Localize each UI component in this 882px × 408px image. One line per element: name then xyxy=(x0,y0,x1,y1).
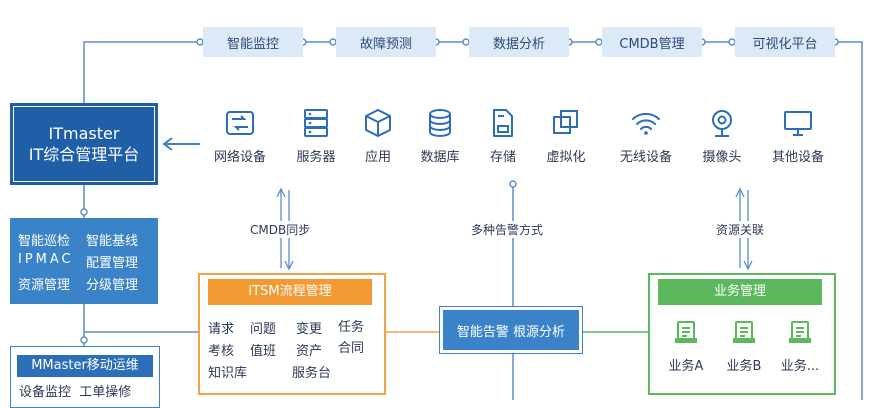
itsm-title: ITSM流程管理 xyxy=(208,279,372,305)
network-switch-icon xyxy=(226,111,254,135)
itmaster-platform-box: ITmaster IT综合管理平台 xyxy=(10,103,158,185)
device-app: 应用 xyxy=(338,106,418,165)
camera-icon xyxy=(712,110,732,137)
device-label: 服务器 xyxy=(296,150,336,165)
itsm-item: 资产 xyxy=(296,344,323,359)
flow-step-data-analysis: 数据分析 xyxy=(469,27,569,57)
business-item-label: 业务B xyxy=(726,359,762,374)
feature-item: IPMAC xyxy=(18,251,74,267)
device-wireless: 无线设备 xyxy=(606,106,686,165)
platform-subtitle: IT综合管理平台 xyxy=(28,145,140,164)
cmdb-sync-label: CMDB同步 xyxy=(250,221,311,238)
resource-link-label: 资源关联 xyxy=(716,221,765,238)
platform-name: ITmaster xyxy=(48,124,120,143)
alarm-methods-label: 多种告警方式 xyxy=(471,221,544,238)
device-label: 应用 xyxy=(364,150,391,165)
device-camera: 摄像头 xyxy=(682,106,762,165)
device-label: 存储 xyxy=(489,150,516,165)
itsm-box: ITSM流程管理 请求 问题 变更 任务 考核 值班 资产 合同 知识库 服务台 xyxy=(198,273,386,395)
itsm-item: 任务 xyxy=(338,320,365,335)
flow-step-fault-predict: 故障预测 xyxy=(336,27,436,57)
itsm-item: 服务台 xyxy=(292,366,332,381)
flow-dot xyxy=(80,336,88,344)
mmaster-box: MMaster移动运维 设备监控 工单操修 xyxy=(10,346,160,408)
business-item-label: 业务A xyxy=(668,359,704,374)
mmaster-title: MMaster移动运维 xyxy=(17,355,153,377)
flow-step-cmdb: CMDB管理 xyxy=(602,27,702,57)
device-storage: 存储 xyxy=(463,106,543,165)
device-server: 服务器 xyxy=(276,106,356,165)
business-item: 业务A xyxy=(658,319,714,374)
business-item: 业务... xyxy=(772,319,828,374)
mmaster-item: 工单操修 xyxy=(79,385,132,400)
feature-box: 智能巡检 智能基线 IPMAC 配置管理 资源管理 分级管理 xyxy=(10,218,158,304)
smart-alarm-box: 智能告警 根源分析 xyxy=(443,310,579,350)
itsm-item: 问题 xyxy=(250,322,277,337)
itsm-item: 请求 xyxy=(208,322,235,337)
itsm-item: 值班 xyxy=(250,344,277,359)
business-box: 业务管理 业务A 业务B 业务... xyxy=(648,273,836,395)
device-virtualization: 虚拟化 xyxy=(526,106,606,165)
feature-item: 分级管理 xyxy=(86,277,139,293)
virtualization-icon xyxy=(553,110,578,134)
device-label: 网络设备 xyxy=(213,150,266,165)
flow-step-visual: 可视化平台 xyxy=(735,27,835,57)
wifi-icon xyxy=(632,112,660,135)
feature-item: 智能巡检 xyxy=(18,233,71,249)
device-label: 虚拟化 xyxy=(546,150,586,165)
device-network: 网络设备 xyxy=(200,106,280,165)
server-icon xyxy=(304,109,328,137)
feature-item: 智能基线 xyxy=(86,233,139,249)
device-label: 数据库 xyxy=(420,150,460,165)
device-label: 摄像头 xyxy=(702,150,742,165)
business-doc-icon xyxy=(733,321,755,343)
mmaster-item: 设备监控 xyxy=(19,385,72,400)
platform-arrow-head xyxy=(162,137,173,151)
itsm-item: 合同 xyxy=(338,341,365,356)
feature-item: 配置管理 xyxy=(86,255,139,271)
database-icon xyxy=(429,109,451,138)
business-title: 业务管理 xyxy=(658,279,822,305)
device-label: 无线设备 xyxy=(619,150,672,165)
business-item-label: 业务... xyxy=(780,359,820,374)
storage-disk-icon xyxy=(493,109,513,137)
feature-item: 资源管理 xyxy=(18,277,71,293)
device-other: 其他设备 xyxy=(758,106,838,165)
flow-dot xyxy=(509,180,517,188)
itsm-item: 知识库 xyxy=(208,366,248,381)
flow-step-monitor: 智能监控 xyxy=(203,27,303,57)
itsm-item: 考核 xyxy=(208,344,235,359)
flow-dot xyxy=(80,208,88,216)
business-doc-icon xyxy=(675,321,697,343)
device-database: 数据库 xyxy=(400,106,480,165)
cube-icon xyxy=(365,109,391,137)
business-doc-icon xyxy=(789,321,811,343)
itsm-item: 变更 xyxy=(296,322,323,337)
business-item: 业务B xyxy=(716,319,772,374)
monitor-icon xyxy=(784,111,812,136)
device-label: 其他设备 xyxy=(771,150,824,165)
